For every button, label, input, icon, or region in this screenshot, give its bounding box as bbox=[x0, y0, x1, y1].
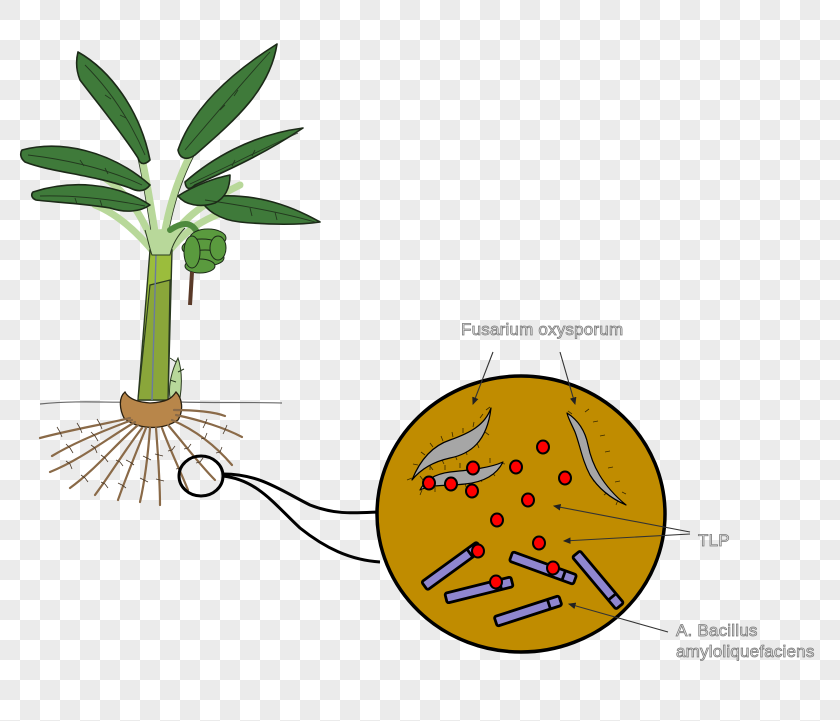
arrow-tlp-upper bbox=[552, 503, 691, 533]
fusarium-hyphae bbox=[406, 406, 627, 506]
label-bacillus: A. Bacillus amyloliquefaciens bbox=[676, 620, 815, 662]
bacillus-rods bbox=[420, 541, 625, 628]
tlp-particle bbox=[536, 439, 550, 455]
connector-line-lower bbox=[222, 474, 381, 564]
magnifier-circle bbox=[177, 454, 225, 498]
bacillus-rod bbox=[493, 594, 563, 628]
arrow-fusarium-right bbox=[559, 351, 577, 406]
label-tlp: TLP bbox=[698, 531, 730, 551]
arrow-tlp-lower bbox=[562, 533, 691, 544]
tlp-particle bbox=[422, 475, 436, 491]
tlp-particle bbox=[444, 476, 458, 492]
root-system bbox=[38, 408, 244, 507]
banana-flower-stalk bbox=[188, 271, 194, 306]
arrow-bacillus bbox=[567, 602, 669, 633]
tlp-particle bbox=[546, 560, 560, 576]
tlp-particle bbox=[490, 512, 504, 528]
label-fusarium-oxysporum: Fusarium oxysporum bbox=[461, 320, 624, 340]
connector-line-upper bbox=[222, 472, 379, 515]
tlp-particles bbox=[422, 439, 572, 590]
tlp-particle bbox=[466, 460, 480, 476]
bacillus-rod bbox=[508, 550, 578, 586]
magnifier bbox=[177, 454, 381, 564]
bacillus-rod bbox=[571, 550, 625, 610]
banana-plant bbox=[19, 43, 321, 428]
sucker-shoot bbox=[169, 356, 185, 399]
tlp-particle bbox=[532, 535, 546, 551]
tlp-particle bbox=[489, 574, 503, 590]
banana-bunch bbox=[181, 228, 227, 274]
tlp-particle bbox=[509, 459, 523, 475]
corm bbox=[119, 390, 183, 428]
tlp-particle bbox=[558, 470, 572, 486]
tlp-particle bbox=[521, 492, 535, 508]
annotation-arrows bbox=[472, 351, 691, 633]
tlp-particle bbox=[465, 483, 479, 499]
label-bacillus-line2: amyloliquefaciens bbox=[676, 642, 815, 662]
label-bacillus-line1: A. Bacillus bbox=[676, 621, 758, 641]
tlp-particle bbox=[471, 543, 485, 559]
arrow-fusarium-left bbox=[472, 351, 494, 406]
